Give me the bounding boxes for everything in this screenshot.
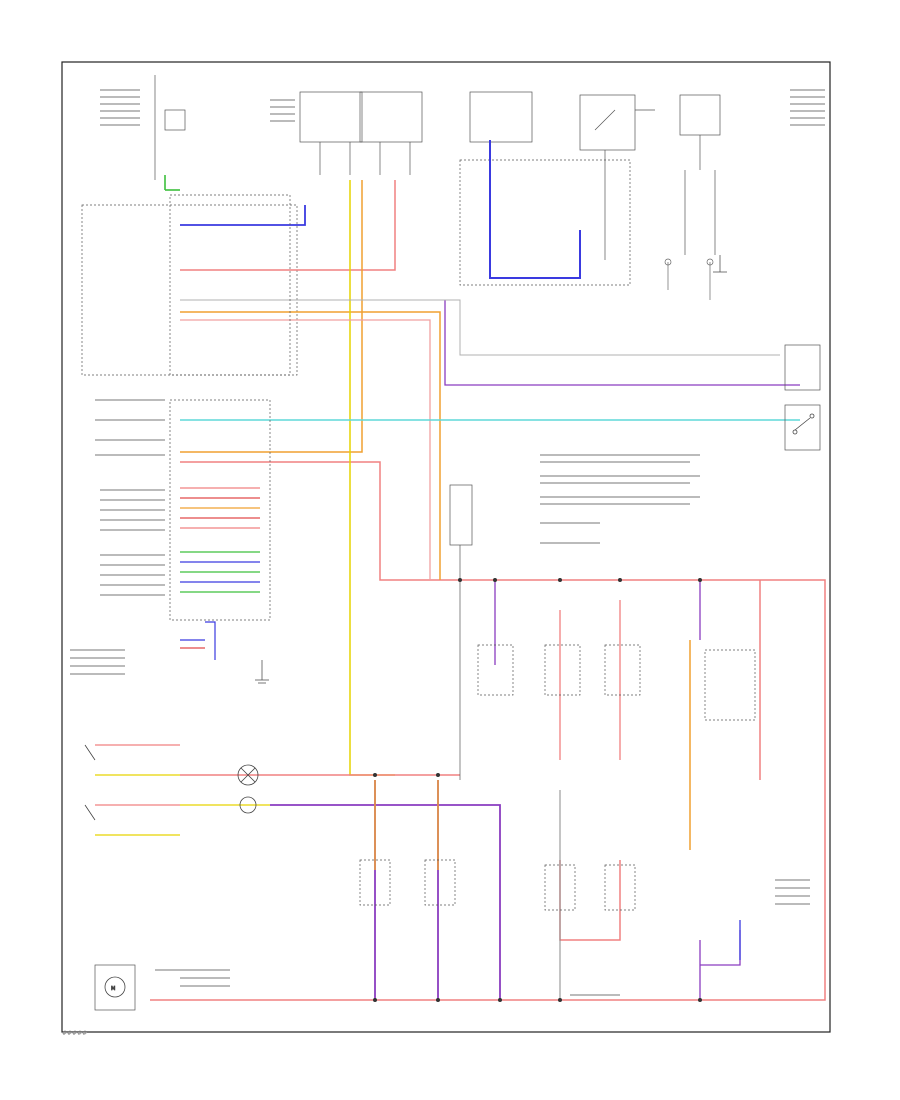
motor-icon: M <box>104 976 126 998</box>
svg-text:M: M <box>111 986 115 992</box>
wire-gray-top <box>180 299 780 356</box>
wire-purple-lower <box>270 804 501 1000</box>
lamp-icon <box>237 764 259 814</box>
wire-orange-1 <box>180 311 441 580</box>
wire-blue-relay <box>489 140 581 279</box>
power-distribution-group <box>81 75 721 376</box>
junction-dots <box>373 578 702 1002</box>
wire-pink-meter <box>180 319 431 580</box>
wire-red-right <box>460 579 826 1001</box>
wire-blue-main <box>180 205 306 226</box>
ground-icon <box>255 255 727 684</box>
switch-icon <box>84 413 815 821</box>
wire-orange-2 <box>180 180 363 453</box>
diagram-frame <box>61 61 831 1033</box>
diagram-code: ##### <box>62 1030 88 1037</box>
component-boxes <box>94 194 821 1011</box>
relay-box <box>579 94 636 151</box>
motor-box <box>94 964 136 1011</box>
wire-red-2 <box>180 461 460 581</box>
label-marks <box>70 89 825 996</box>
top-right-switches <box>664 258 714 300</box>
wire-red-1 <box>180 180 396 271</box>
lower-left-wires <box>180 487 260 660</box>
wire-purple-top <box>444 300 800 386</box>
